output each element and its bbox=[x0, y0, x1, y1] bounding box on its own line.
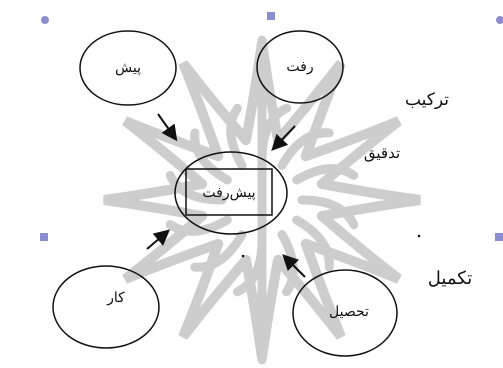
watermark-scallop bbox=[277, 128, 334, 170]
stray-dot bbox=[417, 234, 421, 238]
handle-top-left[interactable] bbox=[41, 16, 49, 24]
handle-top-right[interactable] bbox=[496, 16, 503, 24]
node-bottom-left-ellipse bbox=[52, 265, 160, 349]
node-bottom-right-label: تحصیل bbox=[329, 304, 369, 320]
watermark-petal bbox=[273, 238, 346, 340]
node-center-ellipse bbox=[174, 151, 288, 235]
rosette-watermark bbox=[103, 35, 421, 365]
arrow-top-right-to-center bbox=[271, 125, 296, 151]
node-center-label: پیش‌رفت bbox=[202, 185, 255, 201]
side-label-refine: تدقیق bbox=[364, 144, 400, 162]
watermark-scallop bbox=[297, 195, 359, 230]
arrow-top-left-to-center bbox=[157, 113, 178, 142]
watermark-petal bbox=[103, 178, 208, 222]
stray-dot bbox=[241, 254, 245, 258]
watermark-scallop bbox=[226, 103, 247, 170]
side-label-complete: تکمیل bbox=[428, 268, 472, 289]
node-top-right-label: رفت bbox=[286, 59, 313, 75]
watermark-petal bbox=[178, 60, 251, 162]
watermark-petal bbox=[178, 238, 251, 340]
node-bottom-left-label: کار bbox=[106, 290, 125, 306]
watermark-petal bbox=[122, 211, 224, 284]
handle-middle-left[interactable] bbox=[40, 233, 48, 241]
node-top-left-label: پیش bbox=[115, 60, 141, 76]
watermark-petal bbox=[122, 116, 224, 189]
watermark-scallop bbox=[190, 230, 247, 272]
arrow-bottom-left-to-center bbox=[146, 229, 171, 250]
watermark-scallop bbox=[292, 215, 334, 272]
watermark-petal bbox=[273, 60, 346, 162]
watermark-petal bbox=[316, 178, 421, 222]
side-label-combine: ترکیب bbox=[405, 90, 449, 110]
selection-handles bbox=[40, 12, 503, 241]
node-center-box bbox=[185, 168, 273, 216]
watermark-scallop bbox=[165, 215, 232, 236]
watermark-scallop bbox=[292, 164, 359, 185]
node-bottom-right-ellipse bbox=[292, 269, 398, 357]
watermark-petals bbox=[103, 35, 421, 365]
watermark-scallop bbox=[165, 170, 227, 205]
arrow-bottom-right-to-center bbox=[282, 254, 306, 278]
handle-middle-right[interactable] bbox=[495, 233, 503, 241]
watermark-petal bbox=[300, 116, 402, 189]
watermark-petal bbox=[300, 211, 402, 284]
node-top-right-ellipse bbox=[256, 30, 344, 104]
node-top-left-ellipse bbox=[79, 30, 177, 106]
handle-top-middle[interactable] bbox=[267, 12, 275, 20]
